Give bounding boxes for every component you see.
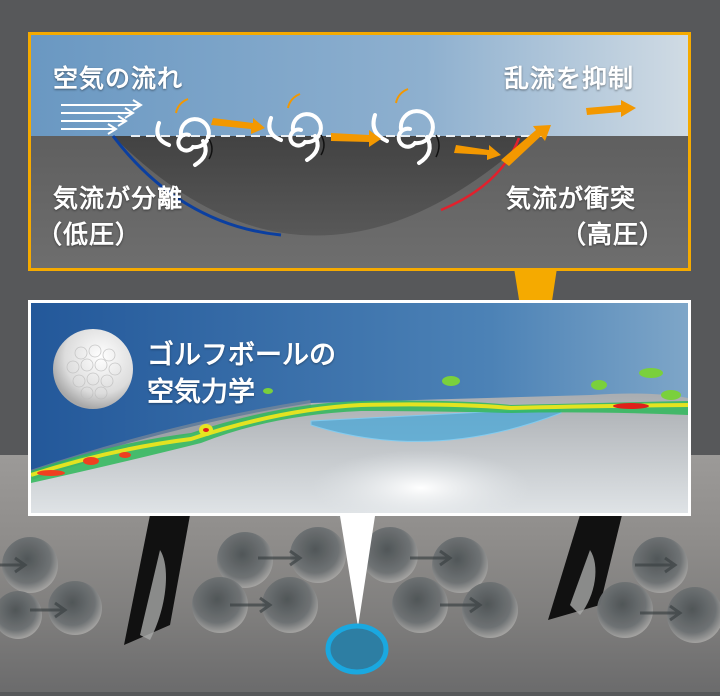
small-black-swirls <box>208 134 440 160</box>
turbulence-band <box>31 368 688 483</box>
title-line-1: ゴルフボールの <box>147 340 336 371</box>
airflow-detail-panel: 空気の流れ 乱流を抑制 気流が分離 （低圧） 気流が衝突 （高圧） <box>28 32 691 271</box>
label-air-flow: 空気の流れ <box>53 64 184 93</box>
incoming-flow-arrows <box>61 99 143 135</box>
focus-ring-icon <box>325 623 389 675</box>
label-collision: 気流が衝突 <box>506 184 637 213</box>
air-region <box>31 35 688 136</box>
golf-ball-icon <box>53 329 133 409</box>
dimple-cavity <box>113 136 531 236</box>
label-turbulence-suppressed: 乱流を抑制 <box>504 64 635 93</box>
small-orange-swirls <box>175 88 409 114</box>
panel-title: ゴルフボールの 空気力学 <box>147 337 336 411</box>
flow-direction-arrows <box>211 100 636 166</box>
high-pressure-edge <box>440 137 521 212</box>
low-pressure-edge <box>111 135 282 237</box>
label-low-pressure: （低圧） <box>37 220 142 249</box>
label-separation: 気流が分離 <box>53 184 184 213</box>
label-high-pressure: （高圧） <box>561 220 666 249</box>
vortex-icons <box>155 109 435 167</box>
golf-ball-aerodynamics-panel: ゴルフボールの 空気力学 <box>28 300 691 516</box>
title-line-2: 空気力学 <box>147 377 255 408</box>
